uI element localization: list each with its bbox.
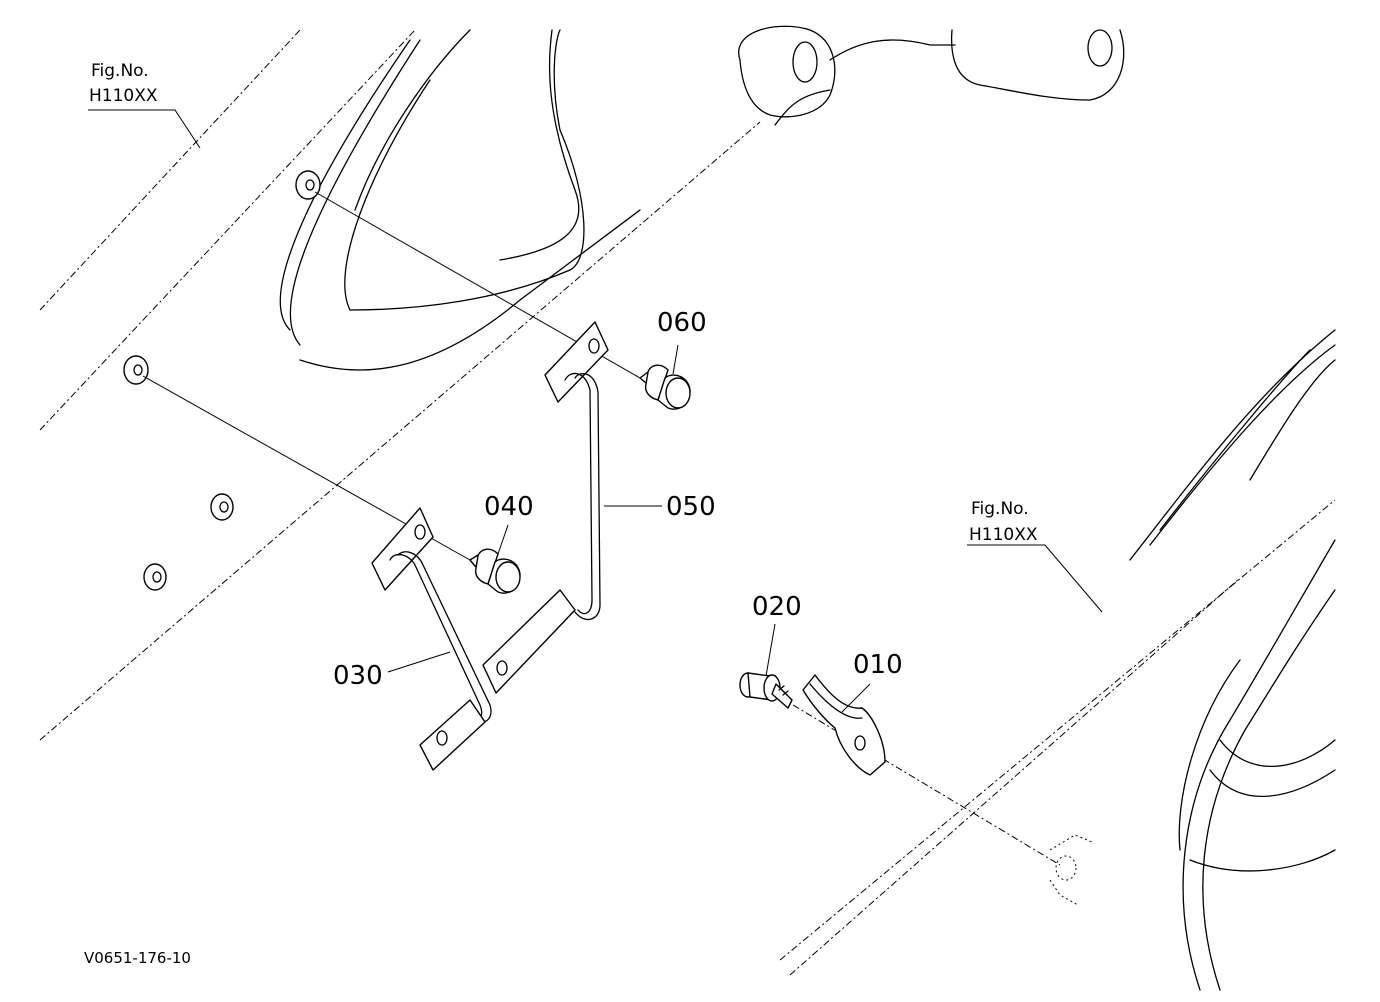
bolt-020: [739, 672, 793, 709]
callout-060: 060: [657, 308, 707, 338]
clip-010: [802, 674, 886, 776]
fig-ref-1-line1: Fig.No.: [91, 61, 149, 81]
callout-030: 030: [333, 661, 383, 691]
washer-low: [143, 563, 167, 591]
fig-ref-2-line1: Fig.No.: [971, 499, 1029, 519]
target-hole-right: [1049, 834, 1093, 906]
fig-ref-2-line2: H110XX: [969, 525, 1038, 545]
washer-left: [123, 355, 149, 385]
bolt-040: [469, 548, 521, 594]
callout-040: 040: [484, 492, 534, 522]
fig-ref-1-line2: H110XX: [89, 86, 158, 106]
right-frame-outline: [779, 329, 1336, 991]
frame-holes: [123, 170, 1093, 906]
drawing-code: V0651-176-10: [84, 949, 191, 967]
bracket-030: [371, 507, 492, 771]
callout-020: 020: [752, 592, 802, 622]
callout-010: 010: [853, 650, 903, 680]
pivot-boss: [738, 25, 1125, 126]
bolt-060: [639, 364, 691, 410]
boom-frame-outline: [39, 29, 761, 741]
washer-upper: [295, 170, 321, 200]
leader-lines: [88, 109, 1103, 713]
callout-050: 050: [666, 492, 716, 522]
washer-mid: [210, 493, 234, 521]
bracket-050: [482, 321, 609, 694]
